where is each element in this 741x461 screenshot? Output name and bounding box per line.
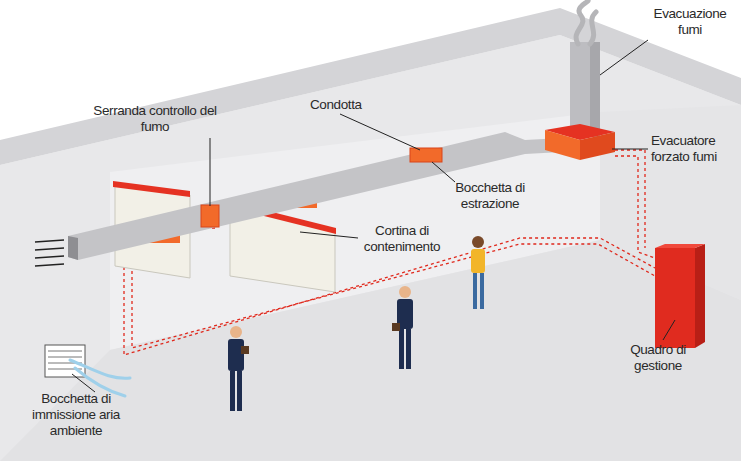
callout-label: Serranda controllo del fumo	[92, 103, 218, 135]
airflow-arrows	[35, 240, 64, 266]
smoke	[576, 0, 596, 44]
callout-label: Evacuazione fumi	[640, 6, 740, 38]
control-panel-top	[655, 244, 705, 248]
control-panel	[655, 248, 695, 348]
room-walls	[0, 35, 741, 461]
duct	[68, 132, 562, 260]
fan-side	[580, 132, 615, 160]
callout-label: Cortina di contenimento	[352, 223, 452, 255]
leader-lines	[72, 40, 675, 392]
control-panel-side	[695, 244, 705, 348]
fan-front	[545, 130, 580, 160]
extraction-vent	[410, 148, 442, 162]
wiring	[124, 222, 655, 355]
callout-label: Condotta	[310, 97, 380, 113]
smoke-damper	[201, 205, 219, 227]
wiring	[615, 150, 645, 248]
air-flow	[70, 360, 130, 396]
grille-slats	[48, 351, 82, 369]
curtain-top	[113, 181, 190, 197]
wiring	[615, 156, 655, 258]
callout-label: Quadro di gestione	[610, 342, 706, 374]
duct-end	[68, 236, 78, 260]
chimney-side	[590, 42, 600, 137]
callout-label: Bocchetta di immissione aria ambiente	[22, 391, 130, 439]
callout-label: Bocchetta di estrazione	[440, 180, 540, 212]
chimney	[570, 42, 600, 137]
floor	[0, 240, 741, 461]
person	[228, 326, 249, 411]
callout-label: Evacuatore forzato fumi	[651, 133, 739, 165]
person	[471, 236, 485, 309]
person	[392, 286, 413, 369]
